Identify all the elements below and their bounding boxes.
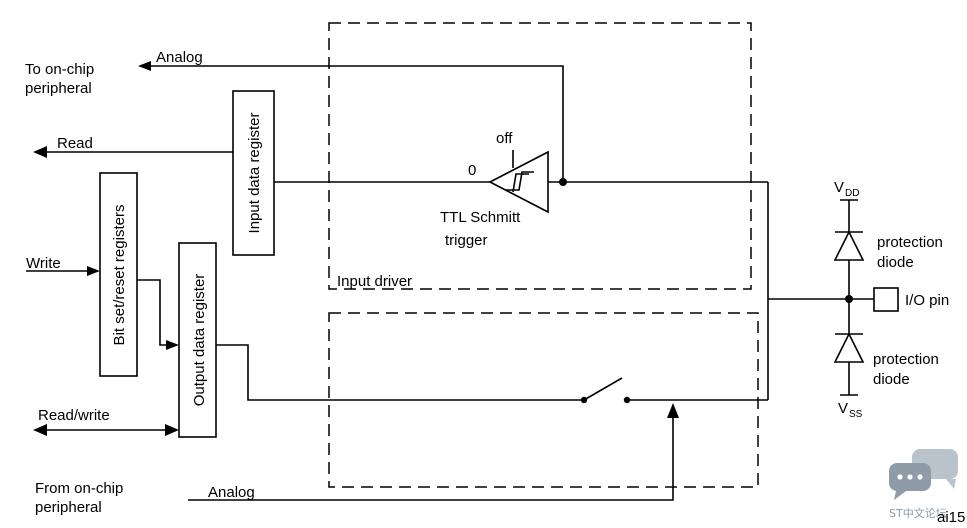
output-data-register <box>178 242 217 438</box>
read-write-label: Read/write <box>38 407 110 424</box>
to-onchip-label-1: To on-chip <box>25 61 94 78</box>
switch-blade <box>583 377 623 401</box>
pin-junction-dot <box>845 295 853 303</box>
input-driver-region <box>328 22 752 290</box>
zero-label: 0 <box>468 162 476 179</box>
read-arrowhead <box>33 146 47 158</box>
analog-bottom-arrowhead <box>667 403 679 418</box>
bit-set-reset-registers <box>99 172 138 377</box>
figure-id-label: ai15 <box>937 509 965 526</box>
bit-set-reset-label: Bit set/reset registers <box>111 205 128 346</box>
protection-diode-bottom <box>833 332 865 363</box>
output-data-register-label: Output data register <box>191 274 208 407</box>
to-onchip-label-2: peripheral <box>25 80 92 97</box>
junction-dot <box>559 178 567 186</box>
analog-top-wire <box>150 65 564 182</box>
input-data-register-label: Input data register <box>246 113 263 234</box>
chat-bubbles-icon <box>889 449 958 500</box>
odr-output-wire <box>216 344 582 401</box>
write-arrowhead <box>87 266 100 276</box>
io-pin <box>873 287 899 312</box>
protection-diode-top <box>833 230 865 261</box>
protection-top-label-2: diode <box>877 254 914 271</box>
bsrr-to-odr-wire <box>137 279 166 346</box>
input-driver-label: Input driver <box>337 273 412 290</box>
protection-bottom-label-1: protection <box>873 351 939 368</box>
bsrr-arrowhead <box>166 340 179 350</box>
read-write-right-arrowhead <box>165 424 179 436</box>
analog-bottom-wire <box>188 418 674 501</box>
analog-top-arrowhead <box>138 61 151 71</box>
watermark-text: ST中文论坛 <box>889 506 947 520</box>
ttl-schmitt-label: TTL Schmitt <box>440 209 521 226</box>
from-onchip-label-2: peripheral <box>35 499 102 516</box>
hysteresis-icon <box>506 171 534 193</box>
vdd-sub-label: DD <box>845 188 859 199</box>
write-label: Write <box>26 255 61 272</box>
read-label: Read <box>57 135 93 152</box>
vss-sub-label: SS <box>849 409 863 420</box>
schmitt-trigger <box>488 150 549 214</box>
analog-top-label: Analog <box>156 49 203 66</box>
io-pin-label: I/O pin <box>905 292 949 309</box>
vss-label: V <box>838 400 848 417</box>
input-data-register <box>232 90 275 256</box>
read-write-left-arrowhead <box>33 424 47 436</box>
vdd-label: V <box>834 179 844 196</box>
protection-top-label-1: protection <box>877 234 943 251</box>
analog-bottom-label: Analog <box>208 484 255 501</box>
trigger-label: trigger <box>445 232 488 249</box>
off-label: off <box>496 130 513 147</box>
from-onchip-label-1: From on-chip <box>35 480 123 497</box>
protection-bottom-label-2: diode <box>873 371 910 388</box>
